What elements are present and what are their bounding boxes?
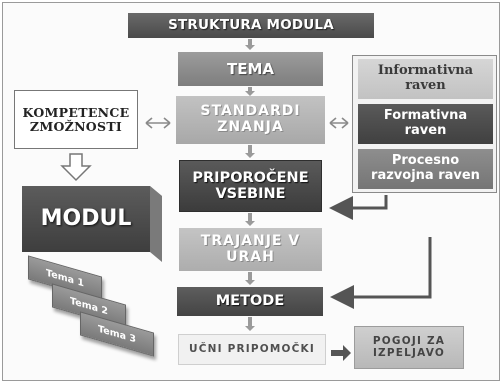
standardi-line-2: ZNANJA (217, 119, 284, 135)
trajanje-line-2: URAH (226, 248, 275, 265)
standardi-znanja-box: STANDARDI ZNANJA (176, 96, 325, 144)
arrow-priporocene-trajanje (245, 213, 255, 226)
double-arrow-left (145, 117, 171, 129)
tema-3-label: Tema 3 (98, 323, 136, 345)
hollow-down-arrow (60, 153, 92, 182)
procesno-razvojna-raven-box: Procesno razvojna raven (358, 149, 493, 189)
arrow-standardi-priporocene (245, 145, 255, 158)
arrow-title-tema (245, 39, 255, 50)
arrow-trajanje-metode (245, 272, 255, 285)
raven-2-line-2: raven (404, 123, 447, 138)
tema-label: TEMA (226, 59, 274, 78)
arrow-raven-to-priporocene (329, 195, 388, 220)
raven-1-line-2: raven (405, 78, 446, 93)
modul-block (22, 186, 162, 262)
informativna-raven-box: Informativna raven (358, 59, 493, 99)
priporocene-vsebine-box: PRIPOROČENE VSEBINE (179, 160, 322, 212)
pogoji-line-2: IZPELJAVO (372, 346, 446, 359)
arrow-pripomocki-to-pogoji (331, 345, 351, 361)
double-arrow-right (329, 117, 349, 129)
metode-box: METODE (177, 287, 323, 316)
priporocene-line-1: PRIPOROČENE (192, 169, 309, 186)
tema-box: TEMA (178, 52, 323, 86)
formativna-raven-box: Formativna raven (358, 104, 493, 144)
raven-2-line-1: Formativna (383, 108, 468, 124)
modul-label-box: MODUL (22, 186, 150, 252)
raven-3-line-2: razvojna raven (371, 168, 480, 183)
standardi-line-1: STANDARDI (200, 103, 301, 120)
pripomocki-label: UČNI PRIPOMOČKI (188, 342, 315, 355)
metode-label: METODE (215, 293, 285, 310)
raven-1-line-1: Informativna (377, 63, 474, 79)
arrow-tema-standardi (245, 87, 255, 96)
diagram-title: STRUKTURA MODULA (168, 16, 334, 33)
modul-label: MODUL (40, 205, 132, 231)
kompetence-line-2: ZMOŽNOSTI (29, 118, 123, 134)
pogoji-za-izpeljavo-box: POGOJI ZA IZPELJAVO (354, 326, 464, 369)
arrow-metode-pripomocki (245, 317, 255, 331)
priporocene-line-2: VSEBINE (215, 186, 286, 202)
trajanje-line-1: TRAJANJE V (200, 232, 301, 249)
kompetence-box: KOMPETENCE ZMOŽNOSTI (14, 90, 138, 149)
ucni-pripomocki-box: UČNI PRIPOMOČKI (178, 334, 326, 365)
title-box: STRUKTURA MODULA (128, 13, 374, 38)
kompetence-line-1: KOMPETENCE (22, 104, 130, 120)
raven-3-line-1: Procesno (391, 153, 460, 169)
arrow-right-to-metode (330, 237, 432, 309)
pogoji-line-1: POGOJI ZA (372, 334, 446, 347)
trajanje-box: TRAJANJE V URAH (179, 228, 322, 271)
